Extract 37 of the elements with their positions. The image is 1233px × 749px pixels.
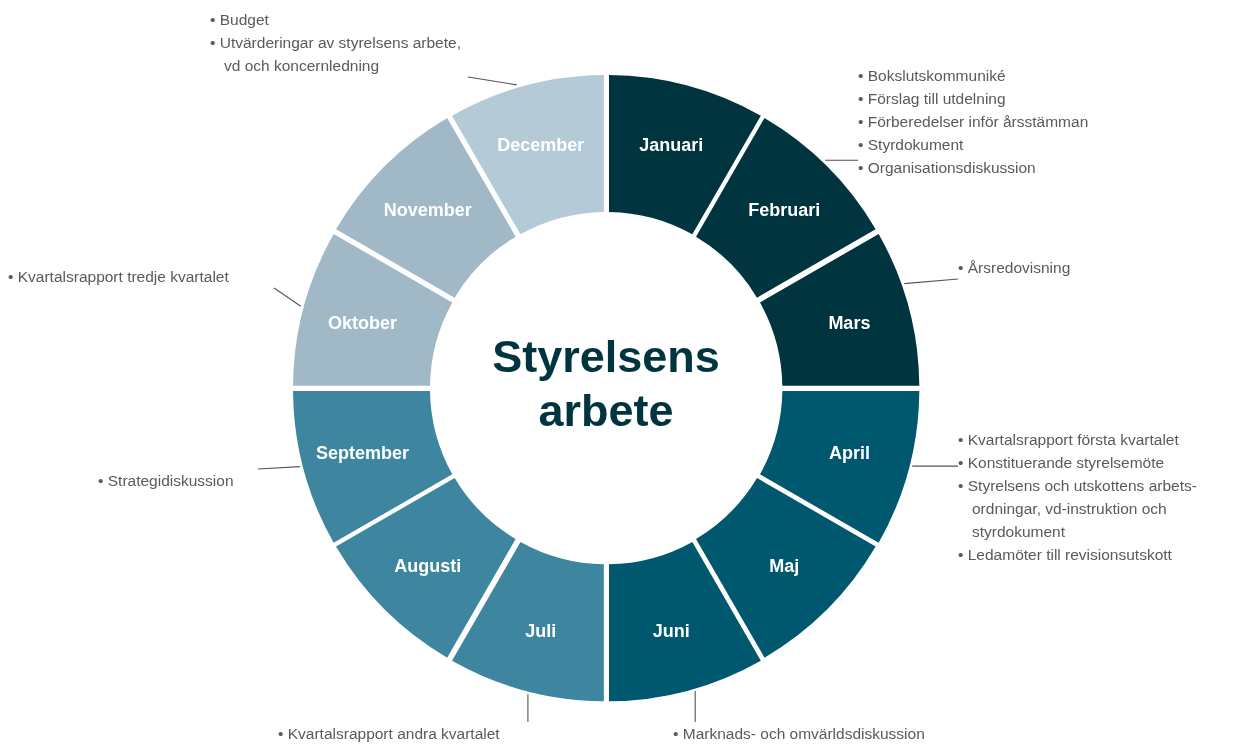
bullet-item: • Bokslutskommuniké bbox=[858, 66, 1007, 86]
month-label: Juli bbox=[525, 620, 557, 642]
leader-line bbox=[694, 690, 696, 723]
bullet-item: • Marknads- och omvärldsdiskussion bbox=[673, 724, 926, 744]
month-label: Augusti bbox=[394, 555, 462, 577]
diagram-title: Styrelsens arbete bbox=[491, 330, 721, 438]
bullet-item: • Styrdokument bbox=[858, 135, 965, 155]
bullet-item: • Budget bbox=[210, 10, 270, 30]
bullet-item: • Styrelsens och utskottens arbets- ordningar, vd-instruktion och styrdokument bbox=[958, 476, 1198, 542]
leader-line bbox=[273, 287, 302, 307]
month-label: Mars bbox=[828, 312, 871, 334]
bullet-item: • Förberedelser inför årsstämman bbox=[858, 112, 1090, 132]
bullet-item: • Ledamöter till revisionsutskott bbox=[958, 545, 1173, 565]
bullet-item: • Förslag till utdelning bbox=[858, 89, 1007, 109]
bullet-item: • Konstituerande styrelsemöte bbox=[958, 453, 1166, 473]
bullet-item: • Utvärderingar av styrelsens arbete, vd och koncernledning bbox=[210, 33, 462, 76]
leader-line bbox=[824, 159, 859, 161]
month-label: Juni bbox=[652, 620, 690, 642]
bullet-item: • Kvartalsrapport andra kvartalet bbox=[278, 724, 501, 744]
bullet-item: • Kvartalsrapport tredje kvartalet bbox=[8, 267, 230, 287]
leader-line bbox=[257, 466, 301, 470]
month-label: September bbox=[316, 442, 410, 464]
bullet-item: • Strategidiskussion bbox=[98, 471, 235, 491]
bullet-item: • Organisationsdiskussion bbox=[858, 158, 1037, 178]
bullet-item: • Kvartalsrapport första kvartalet bbox=[958, 430, 1180, 450]
leader-line bbox=[903, 278, 959, 285]
month-label: Februari bbox=[748, 199, 821, 221]
bullet-item: • Årsredovisning bbox=[958, 258, 1072, 278]
month-label: Januari bbox=[639, 134, 704, 156]
month-label: Oktober bbox=[328, 312, 398, 334]
leader-line bbox=[527, 693, 529, 723]
month-label: November bbox=[383, 199, 472, 221]
month-label: April bbox=[828, 442, 870, 464]
month-label: December bbox=[497, 134, 585, 156]
leader-line bbox=[467, 76, 518, 86]
month-label: Maj bbox=[769, 555, 800, 577]
leader-line bbox=[911, 465, 959, 467]
